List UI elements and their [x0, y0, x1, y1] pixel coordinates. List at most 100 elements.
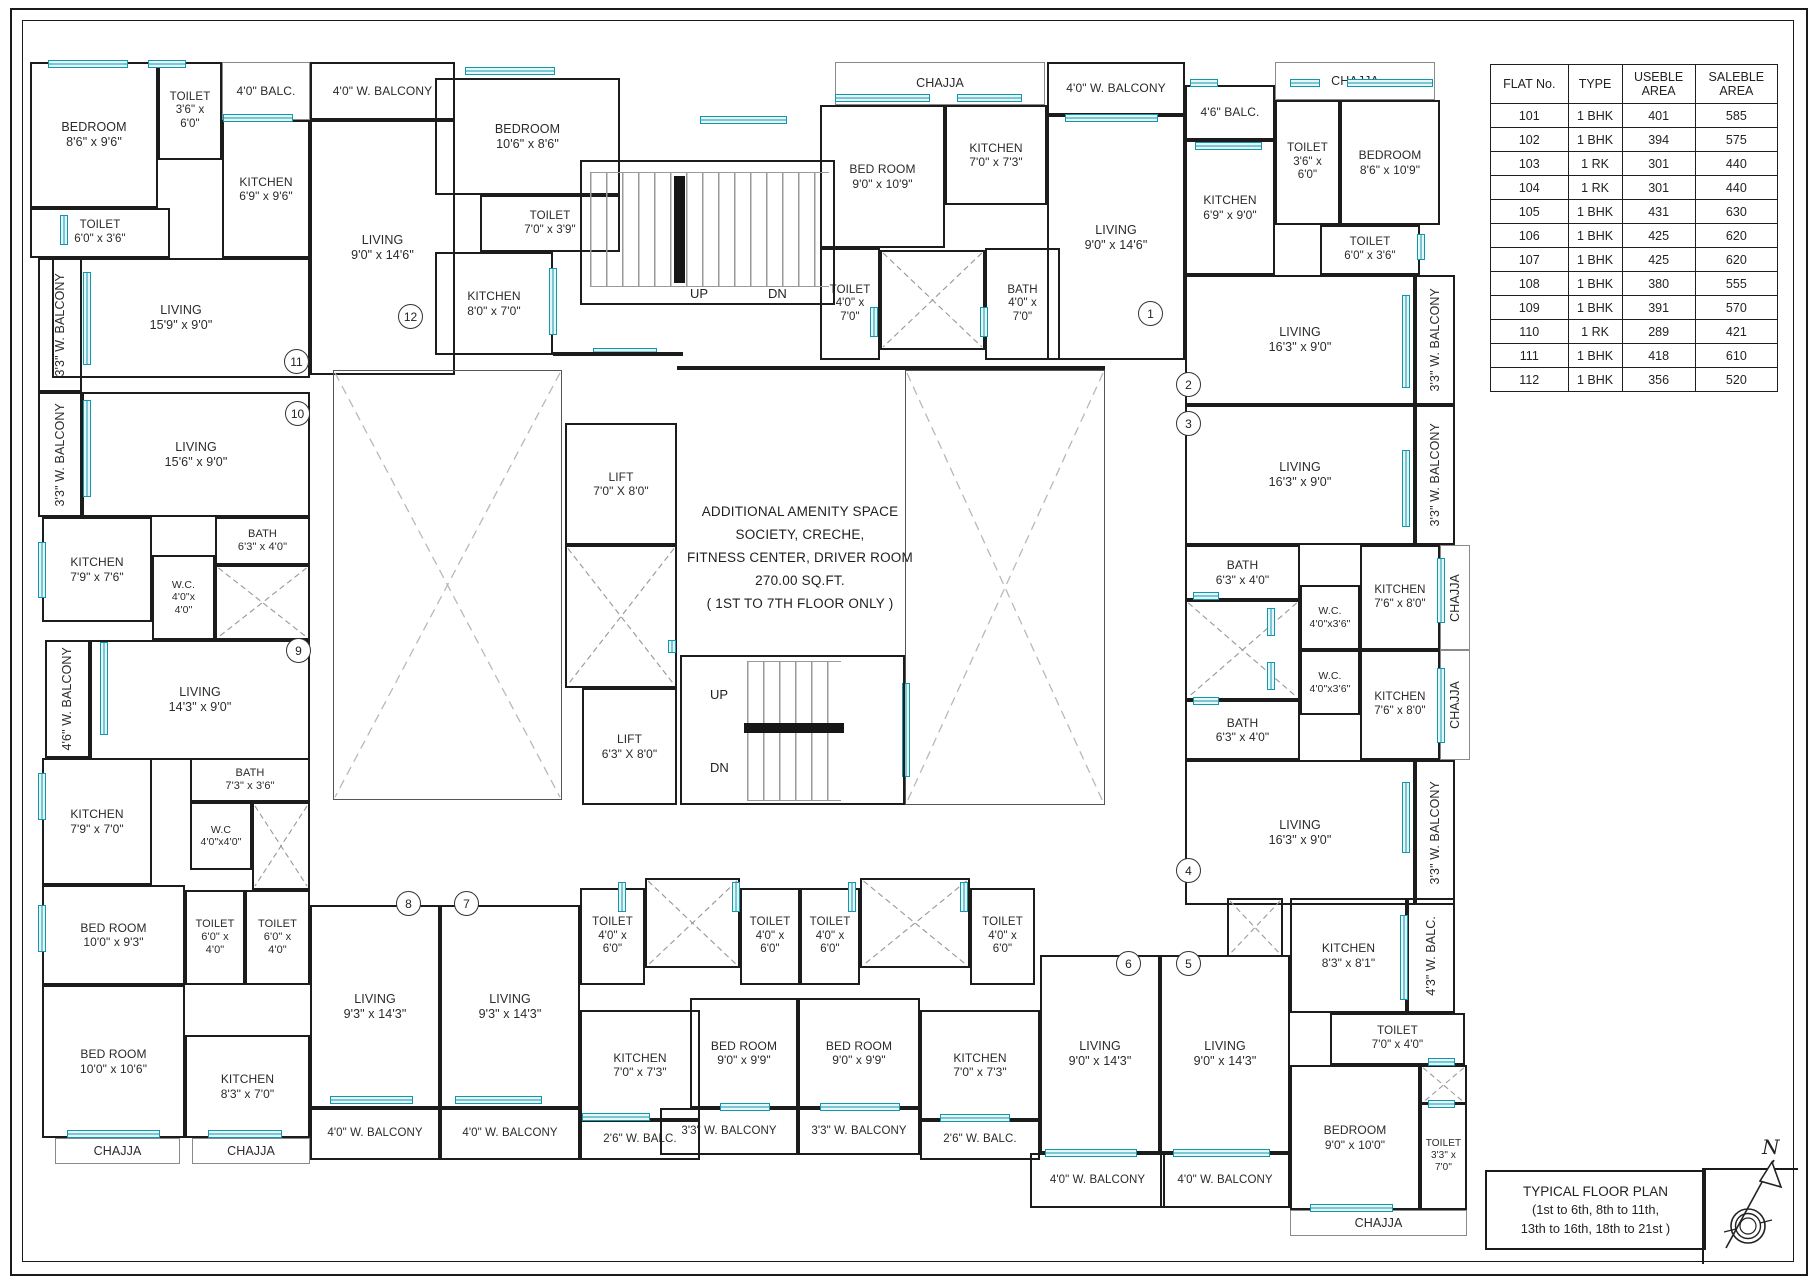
area-table-cell: 1 BHK: [1567, 103, 1623, 128]
area-table-cell: 105: [1490, 199, 1569, 224]
window: [848, 882, 856, 912]
compass-cell-border: [1702, 1168, 1796, 1170]
area-table-cell: 401: [1621, 103, 1696, 128]
amenity-note-line: ADDITIONAL AMENITY SPACE: [701, 504, 899, 519]
flat-number-badge: 5: [1176, 951, 1201, 976]
room-label: TOILET: [258, 918, 297, 931]
duct-6: [860, 878, 970, 968]
flat-number-badge: 1: [1138, 301, 1163, 326]
area-table-cell: 440: [1694, 175, 1779, 200]
room-label: TOILET: [529, 209, 571, 222]
room-label: 8'3" x 7'0": [220, 1086, 275, 1101]
room-label: 9'0" x 10'9": [852, 176, 913, 191]
chajja-5: CHAJJA: [1290, 1210, 1467, 1236]
area-table-cell: 107: [1490, 247, 1569, 272]
flat-number-badge: 11: [284, 349, 309, 374]
room-label: CHAJJA: [93, 1143, 142, 1158]
stairs-up-label: UP: [690, 286, 709, 301]
room-label: 3'3" W. BALCONY: [1427, 780, 1442, 885]
room-label: 6'0": [760, 943, 780, 956]
area-table-cell: 289: [1621, 319, 1696, 344]
room-label: KITCHEN: [1374, 583, 1426, 596]
room-label: 9'0" x 9'9": [832, 1053, 886, 1067]
room-label: 10'6" x 8'6": [496, 136, 559, 151]
window: [549, 268, 557, 335]
room-label: 7'6" x 8'0": [1374, 597, 1426, 610]
room-label: 7'9" x 7'0": [70, 821, 124, 836]
duct-cross-icon: [1229, 900, 1281, 955]
room-label: KITCHEN: [467, 289, 521, 304]
duct-cross-icon: [254, 805, 308, 887]
room-label: 4'0" x: [1008, 297, 1037, 310]
room-label: KITCHEN: [1374, 691, 1426, 704]
room-label: TOILET: [195, 918, 235, 931]
room-label: TOILET: [169, 90, 211, 103]
room-label: 14'3" x 9'0": [168, 700, 232, 714]
room-label: 3'3" W. BALCONY: [52, 273, 67, 377]
room-label: LIVING: [1095, 222, 1137, 237]
window: [1428, 1100, 1455, 1108]
area-table-cell: 1 RK: [1567, 151, 1623, 176]
window: [148, 60, 186, 68]
window: [38, 542, 46, 598]
room-label: 3'3" W. BALCONY: [52, 402, 67, 507]
window: [1437, 668, 1445, 743]
room-label: BATH: [235, 767, 265, 780]
duct-core: [565, 545, 677, 688]
duct-cross-icon: [334, 372, 561, 798]
wbalcony-1: 4'0" W. BALCONY: [1047, 62, 1185, 115]
wc-3b: W.C.4'0"x3'6": [1300, 650, 1360, 715]
duct-3: [1185, 600, 1300, 700]
window: [1045, 1149, 1137, 1157]
room-label: 4'0"x: [171, 591, 196, 604]
room-label: LIVING: [175, 439, 217, 454]
room-label: W.C.: [1318, 605, 1342, 618]
room-label: BED ROOM: [825, 1038, 893, 1053]
area-table-cell: 301: [1621, 151, 1696, 176]
room-label: 4'0" W. BALCONY: [1049, 1173, 1146, 1186]
room-label: 4'0" x: [598, 929, 627, 942]
flat-number-badge: 4: [1176, 858, 1201, 883]
area-table-cell: 620: [1694, 247, 1779, 272]
balcony-strip-2: 3'3" W. BALCONY: [1415, 275, 1455, 405]
window: [618, 882, 626, 912]
room-label: CHAJJA: [227, 1143, 275, 1158]
window: [38, 905, 46, 952]
duct-7: [645, 878, 740, 968]
flat-number-badge: 3: [1176, 411, 1201, 436]
window: [720, 1103, 770, 1111]
balcony-11: 4'0" BALC.: [222, 62, 310, 120]
room-label: KITCHEN: [953, 1050, 1007, 1065]
room-label: 16'3" x 9'0": [1268, 475, 1332, 489]
duct-5b: [1420, 1065, 1467, 1105]
room-label: 6'3" x 4'0": [1215, 572, 1270, 587]
room-label: BATH: [248, 528, 277, 541]
room-label: KITCHEN: [1321, 941, 1376, 956]
room-label: 9'0" x 14'6": [1084, 237, 1148, 252]
room-label: 6'0" x: [201, 931, 229, 944]
room-label: 9'3" x 14'3": [478, 1006, 542, 1021]
stairs-up-label: UP: [710, 687, 729, 702]
room-label: 6'0": [602, 943, 623, 956]
window: [83, 400, 91, 497]
